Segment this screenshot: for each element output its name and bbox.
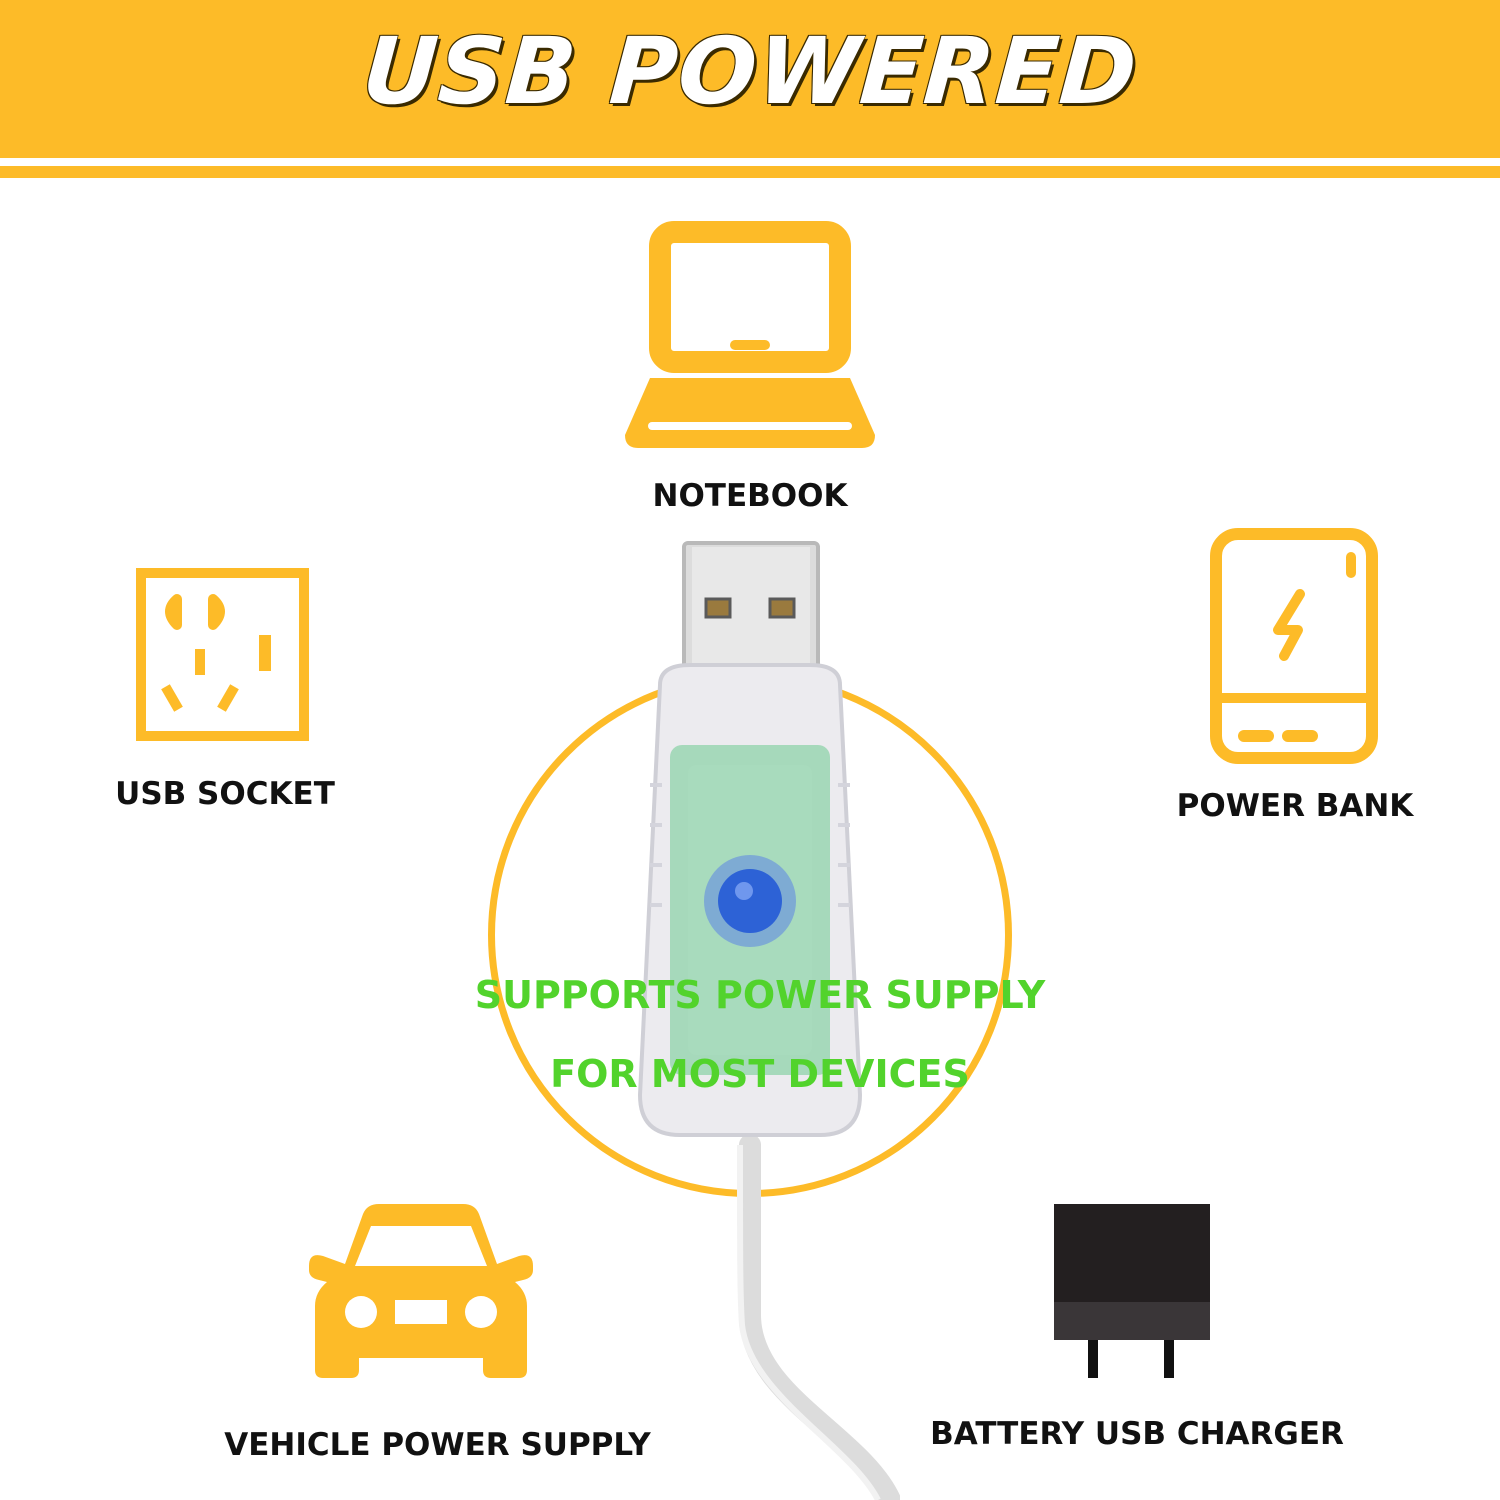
banner-stripe <box>0 166 1500 178</box>
support-text-line2: FOR MOST DEVICES <box>550 1052 970 1096</box>
laptop-icon <box>625 221 875 448</box>
support-text-line1: SUPPORTS POWER SUPPLY <box>474 973 1046 1017</box>
car-icon <box>309 1204 533 1378</box>
vehicle-label: VEHICLE POWER SUPPLY <box>224 1427 651 1463</box>
power-bank-icon <box>1210 528 1378 764</box>
header-banner <box>0 0 1500 158</box>
banner-title: USB POWERED <box>359 18 1141 125</box>
charger-label: BATTERY USB CHARGER <box>930 1416 1344 1452</box>
usb-socket-label: USB SOCKET <box>115 776 335 812</box>
wall-socket-icon <box>136 568 309 741</box>
notebook-label: NOTEBOOK <box>652 478 848 514</box>
power-bank-label: POWER BANK <box>1176 788 1414 824</box>
usb-plug-image <box>637 541 900 1500</box>
wall-charger-icon <box>1054 1204 1210 1378</box>
